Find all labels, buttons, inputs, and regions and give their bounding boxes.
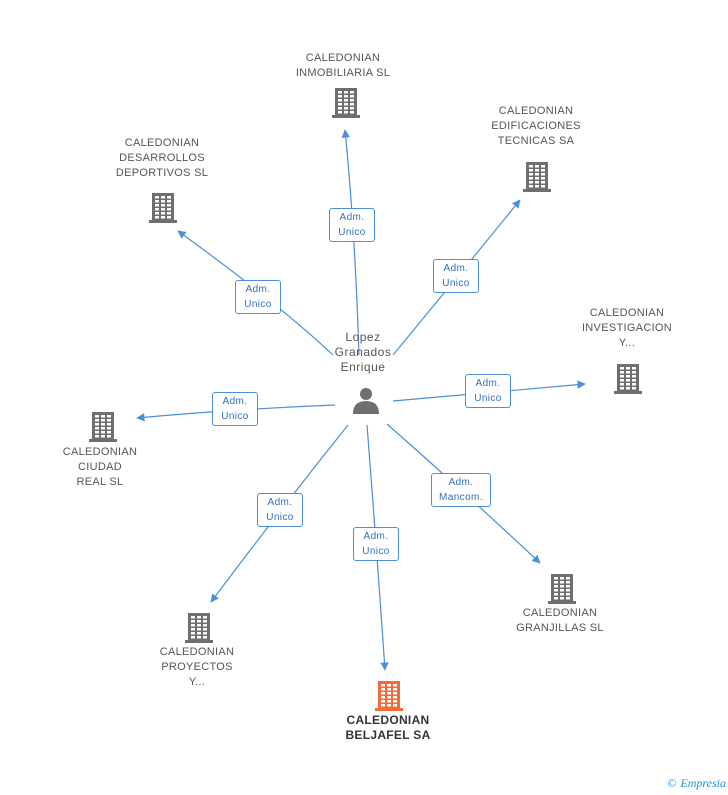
relation-label-ciudad-real[interactable]: Adm. Unico [212,392,258,426]
relation-label-edificaciones[interactable]: Adm. Unico [433,259,479,293]
relation-label-desarrollos[interactable]: Adm. Unico [235,280,281,314]
building-icon-inmobiliaria[interactable] [332,88,360,118]
brand-name: Empresia [680,776,726,790]
relation-label-inmobiliaria[interactable]: Adm. Unico [329,208,375,242]
relation-label-granjillas[interactable]: Adm. Mancom. [431,473,491,507]
company-label-proyectos[interactable]: CALEDONIAN PROYECTOS Y... [159,646,235,688]
building-icon-desarrollos[interactable] [149,193,177,223]
company-label-investigacion[interactable]: CALEDONIAN INVESTIGACION Y... [581,307,673,349]
building-icon-beljafel[interactable] [375,681,403,711]
company-label-desarrollos[interactable]: CALEDONIAN DESARROLLOS DEPORTIVOS SL [115,137,209,179]
building-icon-ciudad-real[interactable] [89,412,117,442]
company-label-ciudad-real[interactable]: CALEDONIAN CIUDAD REAL SL [62,446,138,488]
copyright-icon: © [667,776,677,790]
brand-logo: ©Empresia [667,776,726,791]
company-label-granjillas[interactable]: CALEDONIAN GRANJILLAS SL [516,607,604,634]
company-label-edificaciones[interactable]: CALEDONIAN EDIFICACIONES TECNICAS SA [491,105,581,147]
relation-edge-inmobiliaria [341,129,360,356]
company-label-inmobiliaria[interactable]: CALEDONIAN INMOBILIARIA SL [295,52,391,79]
person-label[interactable]: Lopez Granados Enrique [334,330,392,374]
person-icon[interactable] [353,388,379,414]
building-icon-edificaciones[interactable] [523,162,551,192]
relation-label-investigacion[interactable]: Adm. Unico [465,374,511,408]
company-label-beljafel[interactable]: CALEDONIAN BELJAFEL SA [345,713,431,742]
building-icon-proyectos[interactable] [185,613,213,643]
building-icon-investigacion[interactable] [614,364,642,394]
building-icon-granjillas[interactable] [548,574,576,604]
relation-label-proyectos[interactable]: Adm. Unico [257,493,303,527]
relation-label-beljafel[interactable]: Adm. Unico [353,527,399,561]
